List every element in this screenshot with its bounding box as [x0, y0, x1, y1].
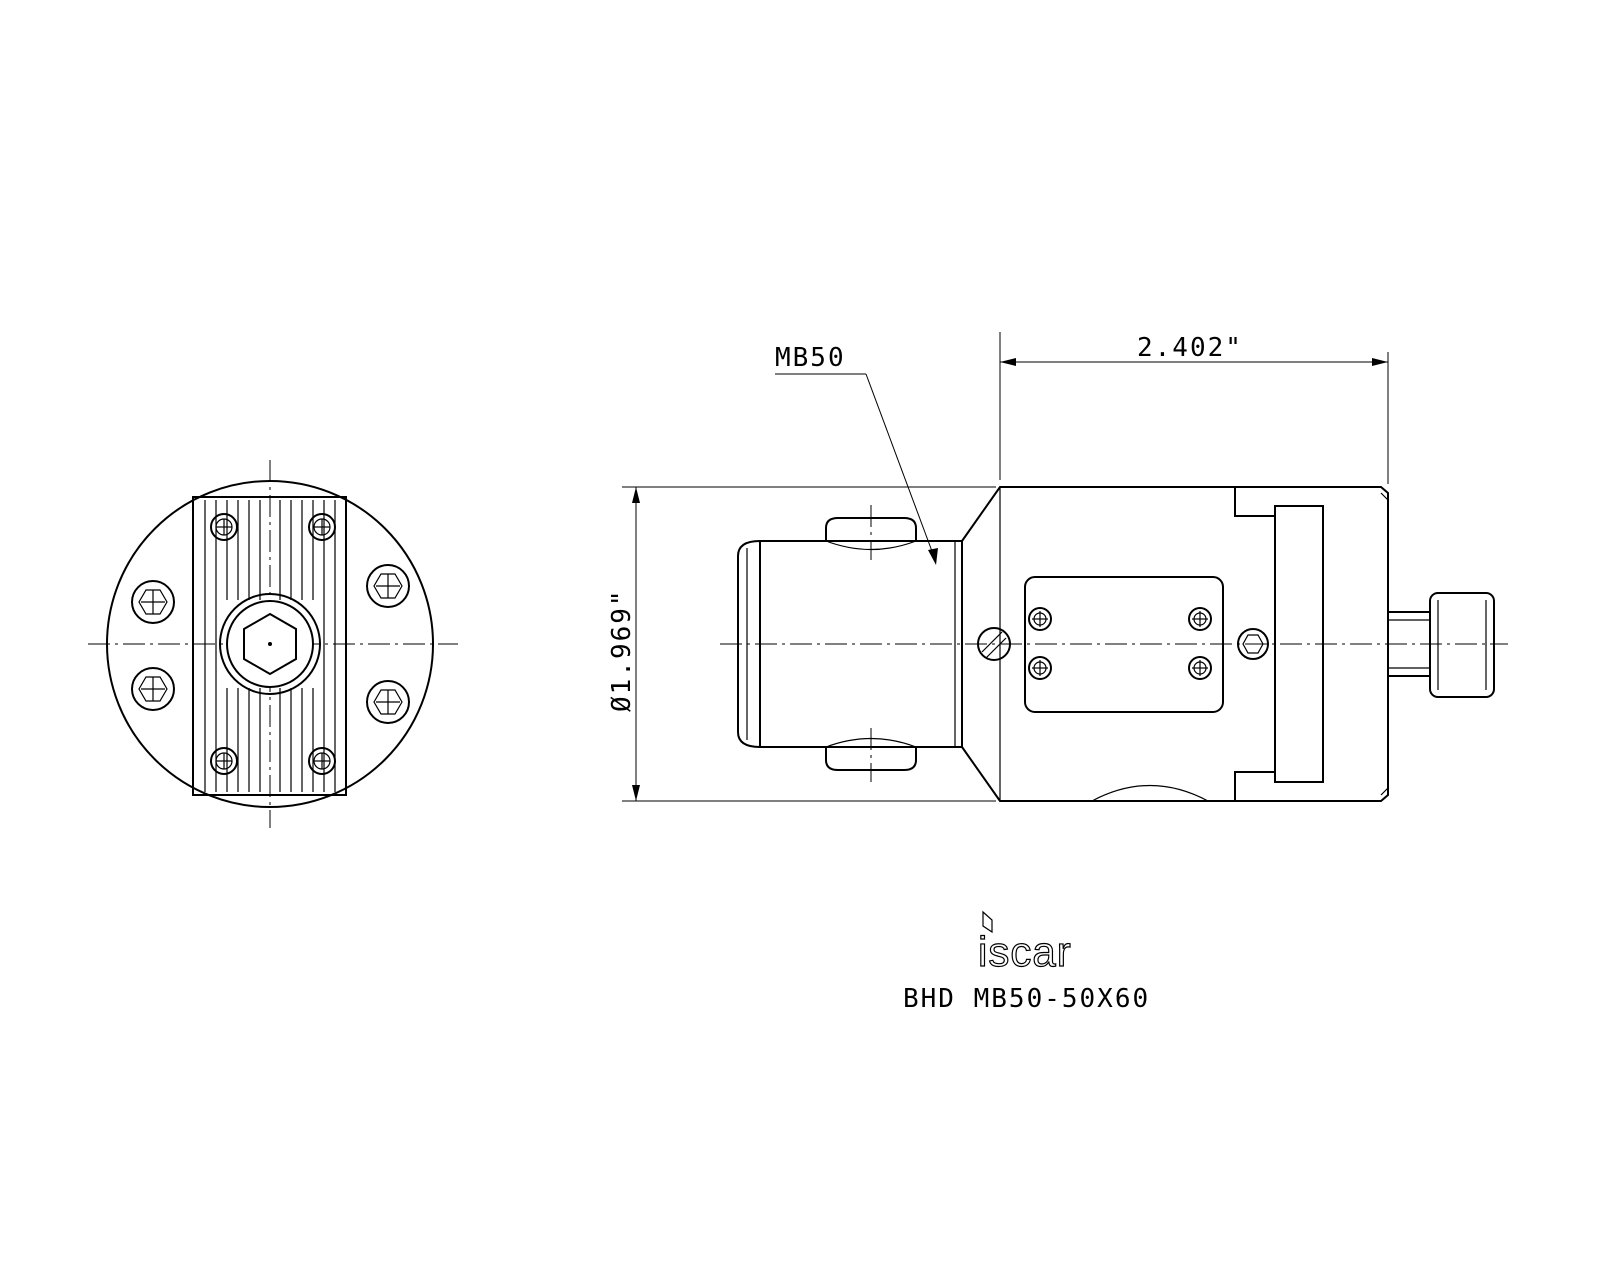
band-screw-bottom-left	[210, 747, 238, 775]
brand-logo: iscar	[977, 910, 1072, 976]
band-screw-top-right	[308, 513, 336, 541]
side-view	[720, 486, 1508, 802]
brand-logo-text: iscar	[978, 928, 1072, 975]
mb50-shank	[737, 505, 963, 782]
band-screw-bottom-right	[308, 747, 336, 775]
plate-screw-1	[1028, 607, 1052, 631]
serration-band	[192, 496, 347, 796]
part-number-label: BHD MB50-50X60	[903, 984, 1150, 1014]
dimension-length	[999, 332, 1389, 484]
plate-screw-4	[1188, 656, 1212, 680]
side-hex-screw	[1237, 628, 1269, 660]
diameter-dim-label: Ø1.969"	[607, 588, 637, 712]
length-dim-label: 2.402"	[1137, 333, 1243, 363]
end-view	[88, 460, 458, 828]
hex-screw-left-upper	[131, 580, 175, 624]
mb50-callout-label: MB50	[775, 343, 846, 373]
plate-screw-2	[1028, 656, 1052, 680]
center-socket	[219, 593, 321, 695]
dimension-diameter	[622, 486, 996, 802]
band-screw-top-left	[210, 513, 238, 541]
cross-pin	[977, 627, 1011, 661]
hex-screw-right-lower	[366, 680, 410, 724]
plate-screw-3	[1188, 607, 1212, 631]
hex-screw-left-lower	[131, 667, 175, 711]
clamp-plate	[1024, 576, 1224, 713]
hex-screw-right-upper	[366, 564, 410, 608]
mb50-leader	[775, 373, 938, 565]
end-nut	[1387, 592, 1495, 698]
